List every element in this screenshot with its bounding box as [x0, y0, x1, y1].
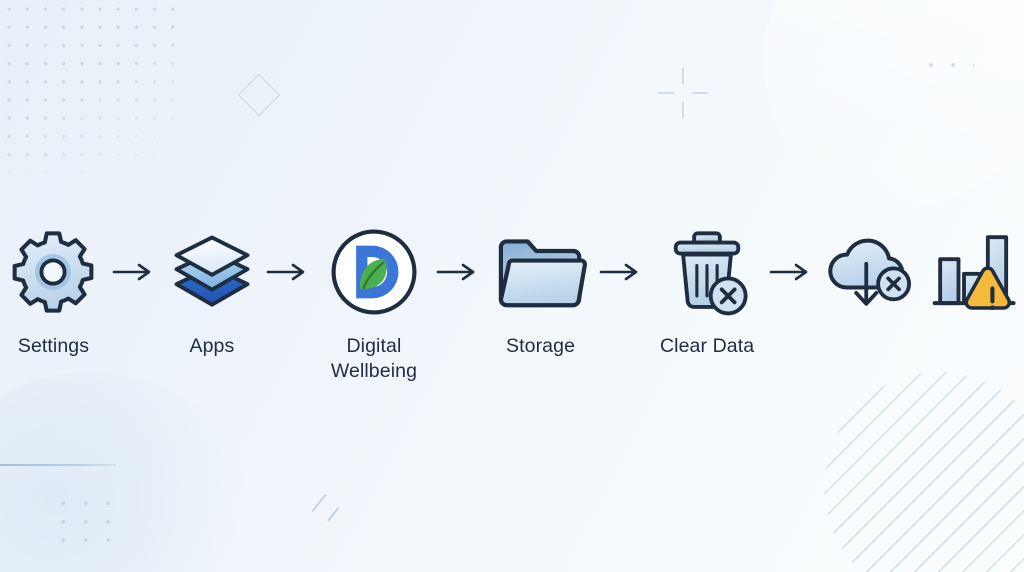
crosshair-icon — [658, 68, 708, 118]
flow-step-apps: Apps — [163, 224, 261, 359]
layers-icon — [165, 224, 259, 320]
flow-step-settings: Settings — [0, 224, 107, 359]
flow-step-storage: Storage — [487, 224, 594, 359]
digital-wellbeing-icon — [327, 224, 421, 320]
flow-arrow-5 — [764, 224, 820, 320]
dot-grid-top-left — [0, 0, 174, 172]
flow-step-label: Apps — [189, 335, 235, 357]
folder-icon — [493, 224, 589, 320]
flow-diagram: Settings — [0, 224, 1024, 394]
flow-arrow-3 — [431, 224, 487, 320]
dot-grid-top-right — [918, 52, 974, 80]
flow-step-label: Digital Wellbeing — [330, 335, 418, 382]
flow-step-cloud-download-blocked — [820, 224, 918, 334]
flow-step-label: Clear Data — [659, 335, 755, 357]
dot-grid-bottom-left — [50, 492, 126, 542]
flow-step-digital-wellbeing: Digital Wellbeing — [317, 224, 431, 384]
diamond-outline-icon — [237, 73, 281, 117]
bar-chart-warning-icon — [929, 224, 1021, 320]
flow-arrow-2 — [261, 224, 317, 320]
diagonal-hatch-bottom-right — [824, 372, 1024, 572]
slash-marks-icon — [310, 492, 350, 532]
flow-step-label: Storage — [506, 335, 576, 357]
trash-x-icon — [661, 224, 753, 320]
gear-icon — [7, 224, 99, 320]
cloud-download-x-icon — [823, 224, 915, 320]
background-blob-top-right — [764, 0, 1024, 210]
flow-arrow-4 — [594, 224, 650, 320]
flow-step-label: Settings — [17, 335, 90, 357]
background-blob-bottom-left — [0, 372, 260, 572]
flow-step-clear-data: Clear Data — [650, 224, 764, 359]
flow-arrow-1 — [107, 224, 163, 320]
flow-step-usage-stats-warning — [926, 224, 1024, 334]
horizontal-rule-bottom-left — [0, 464, 116, 466]
